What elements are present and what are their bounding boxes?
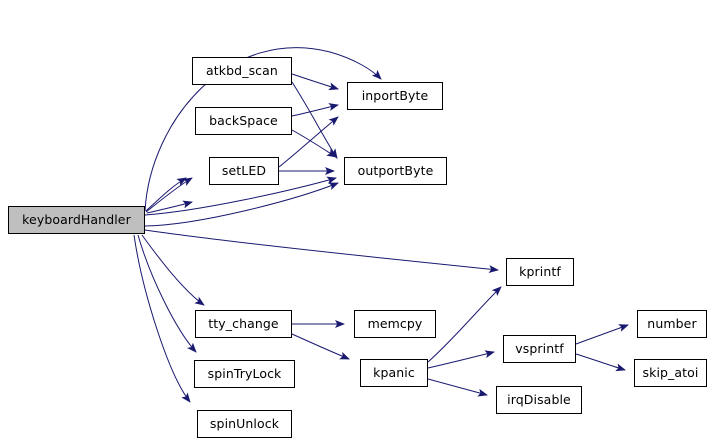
node-tty_change[interactable]: tty_change: [195, 310, 292, 338]
node-label-skip_atoi: skip_atoi: [642, 364, 699, 380]
edge-setLED-to-inportByte: [278, 116, 339, 168]
node-label-kprintf: kprintf: [519, 263, 561, 279]
edge-tty_change-to-kpanic: [291, 333, 350, 360]
node-label-irqDisable: irqDisable: [507, 391, 571, 407]
edge-atkbd_scan-to-inportByte: [291, 73, 339, 91]
node-label-memcpy: memcpy: [367, 315, 423, 331]
node-memcpy[interactable]: memcpy: [354, 310, 436, 338]
node-keyboardHandler[interactable]: keyboardHandler: [8, 206, 145, 234]
edge-keyboardHandler-to-setLED: [146, 200, 193, 214]
node-vsprintf[interactable]: vsprintf: [503, 335, 576, 363]
edge-keyboardHandler-to-atkbd_scan: [145, 177, 187, 212]
edge-keyboardHandler-to-outportByte: [144, 176, 337, 216]
edge-keyboardHandler-to-backSpace: [145, 177, 193, 213]
edge-keyboardHandler-to-spinTryLock: [137, 234, 197, 353]
node-backSpace[interactable]: backSpace: [195, 107, 292, 135]
node-label-setLED: setLED: [221, 162, 267, 178]
edge-keyboardHandler-to-tty_change: [141, 234, 205, 306]
edge-keyboardHandler-to-outportByte: [144, 182, 339, 227]
edge-keyboardHandler-to-spinUnlock: [133, 234, 191, 403]
node-number[interactable]: number: [637, 310, 707, 338]
node-label-kpanic: kpanic: [373, 364, 415, 380]
node-kprintf[interactable]: kprintf: [506, 258, 574, 286]
edge-kpanic-to-kprintf: [427, 286, 502, 363]
node-label-inportByte: inportByte: [361, 87, 429, 103]
node-kpanic[interactable]: kpanic: [360, 359, 428, 387]
node-label-outportByte: outportByte: [357, 162, 434, 178]
edge-kpanic-to-irqDisable: [427, 378, 488, 397]
node-setLED[interactable]: setLED: [209, 157, 279, 185]
edge-kpanic-to-vsprintf: [427, 350, 495, 369]
edge-group: [133, 47, 629, 403]
edge-backSpace-to-outportByte: [291, 129, 337, 158]
node-label-spinUnlock: spinUnlock: [209, 415, 280, 431]
node-outportByte[interactable]: outportByte: [344, 157, 447, 185]
edge-keyboardHandler-to-inportByte: [144, 47, 382, 212]
node-spinUnlock[interactable]: spinUnlock: [197, 410, 292, 438]
node-label-spinTryLock: spinTryLock: [207, 365, 282, 381]
edge-vsprintf-to-number: [575, 324, 629, 345]
node-inportByte[interactable]: inportByte: [347, 82, 443, 110]
node-skip_atoi[interactable]: skip_atoi: [634, 359, 707, 387]
edge-keyboardHandler-to-kprintf: [144, 229, 499, 274]
node-atkbd_scan[interactable]: atkbd_scan: [192, 57, 292, 85]
node-label-atkbd_scan: atkbd_scan: [206, 62, 278, 78]
node-irqDisable[interactable]: irqDisable: [496, 386, 582, 414]
node-label-tty_change: tty_change: [208, 315, 279, 331]
edge-backSpace-to-inportByte: [291, 103, 339, 117]
node-spinTryLock[interactable]: spinTryLock: [194, 360, 295, 388]
edge-atkbd_scan-to-outportByte: [291, 81, 338, 159]
node-label-number: number: [647, 315, 697, 331]
node-label-vsprintf: vsprintf: [515, 340, 564, 356]
edge-vsprintf-to-skip_atoi: [575, 353, 626, 372]
node-label-backSpace: backSpace: [209, 112, 278, 128]
node-label-keyboardHandler: keyboardHandler: [22, 211, 131, 227]
